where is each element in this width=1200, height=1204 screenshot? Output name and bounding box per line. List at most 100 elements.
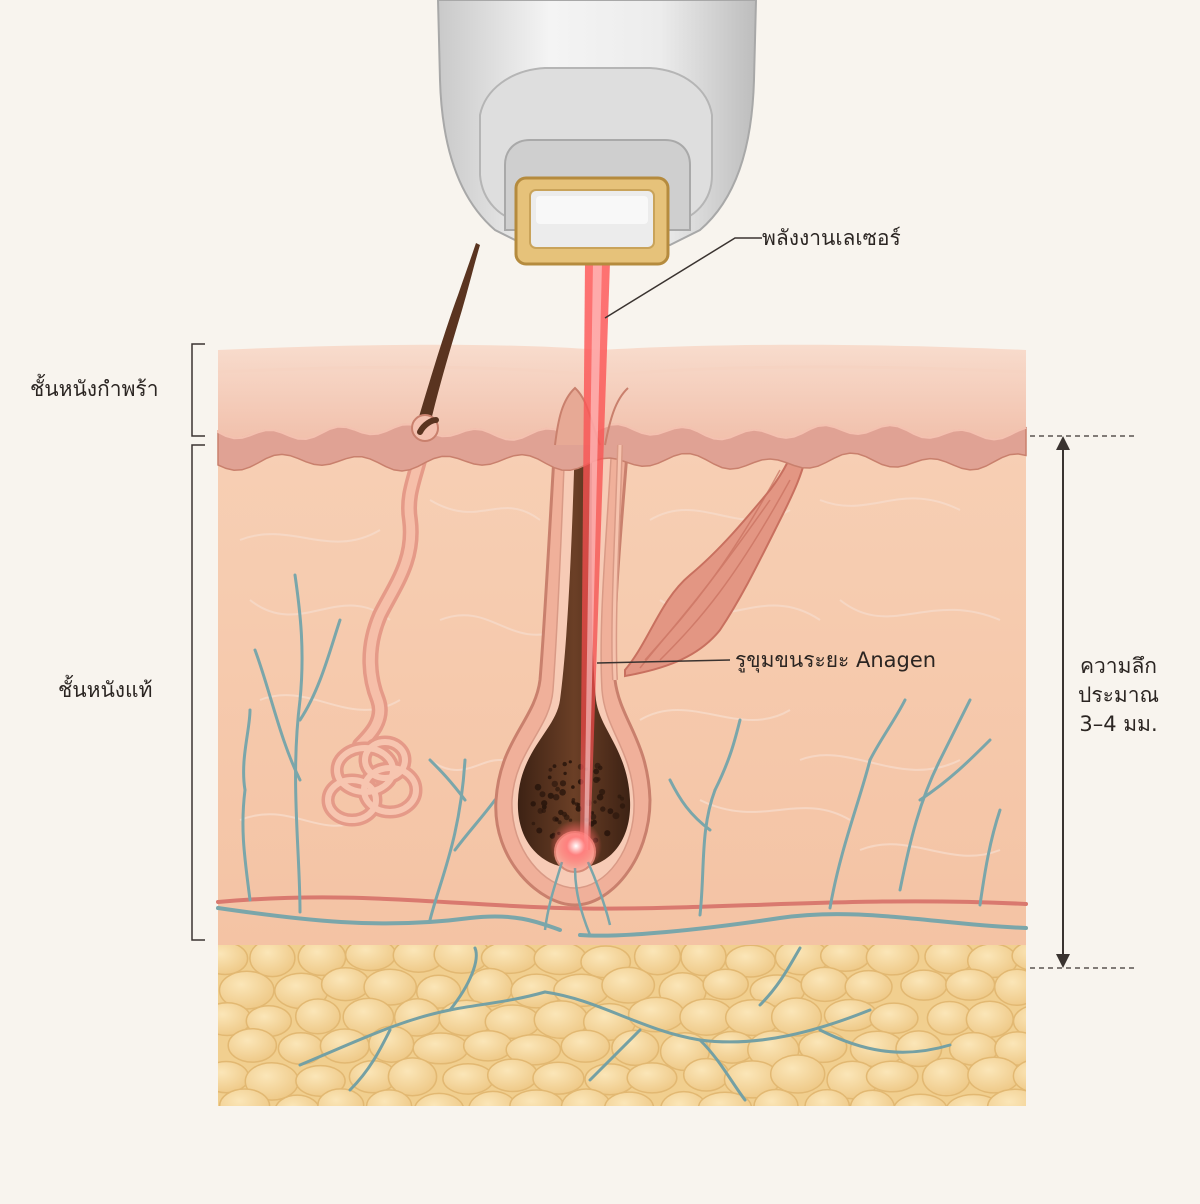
fat-cell [415, 974, 462, 1009]
melanin-granule [620, 796, 625, 801]
fat-cell [626, 1062, 678, 1094]
anagen-hair-follicle [494, 438, 652, 936]
fat-cell [769, 1054, 826, 1094]
label-anagen-follicle: รูขุมขนระยะ Anagen [735, 648, 937, 672]
melanin-granule [552, 764, 557, 768]
fat-cell [627, 996, 685, 1033]
melanin-granule [568, 760, 572, 764]
fat-cell [967, 1056, 1021, 1094]
melanin-granule [562, 761, 567, 767]
fat-cell [560, 1029, 611, 1063]
fat-cell [724, 944, 776, 978]
melanin-granule [563, 814, 570, 821]
fat-cells [218, 942, 1093, 1125]
melanin-granule [559, 789, 566, 796]
fat-cell [601, 966, 656, 1004]
melanin-granule [571, 801, 576, 805]
melanin-granule [536, 827, 543, 834]
fat-cell [865, 942, 920, 976]
fat-cell [945, 968, 996, 1001]
fat-cell [844, 969, 893, 1004]
melanin-granule [553, 794, 560, 801]
melanin-granule [539, 791, 546, 798]
melanin-granule [557, 820, 562, 825]
melanin-granule [593, 768, 600, 775]
fat-cell [770, 997, 823, 1037]
fat-cell [365, 1089, 413, 1106]
fat-cell [900, 969, 948, 1001]
fat-cell [702, 968, 749, 1001]
label-epidermis: ชั้นหนังกำพร้า [30, 377, 159, 401]
fat-cell [509, 1089, 565, 1106]
fat-cell [611, 1029, 660, 1067]
melanin-granule [541, 800, 548, 807]
fat-cell [442, 1062, 495, 1095]
fat-vessels [298, 946, 952, 1102]
melanin-granule [551, 780, 558, 788]
fat-cell [249, 942, 296, 978]
melanin-granule [604, 830, 611, 837]
melanin-granule [590, 813, 597, 820]
label-dermis: ชั้นหนังแท้ [58, 678, 153, 702]
label-depth-line3: 3–4 มม. [1079, 712, 1158, 736]
melanin-granule [534, 783, 542, 791]
emerging-hair [411, 243, 480, 442]
fat-cell [1011, 942, 1026, 971]
fat-cell [994, 1031, 1026, 1066]
melanin-granule [547, 775, 552, 780]
label-laser-energy: พลังงานเลเซอร์ [762, 226, 901, 250]
follicle-leader-line [596, 659, 731, 664]
fat-cell [986, 1088, 1026, 1106]
melanin-granule [619, 803, 626, 809]
laser-leader-line [604, 237, 762, 319]
label-depth-line1: ความลึก [1079, 654, 1158, 678]
fat-cell [604, 1091, 655, 1106]
melanin-granule [571, 798, 576, 802]
laser-beam [550, 262, 610, 872]
melanin-granule [599, 788, 606, 796]
fat-cell [468, 1090, 518, 1106]
fat-cell [946, 1093, 1002, 1106]
fat-cell [320, 967, 371, 1002]
melanin-granule [596, 793, 604, 801]
melanin-granule [597, 765, 603, 771]
label-depth: ความลึก ประมาณ 3–4 มม. [1078, 652, 1159, 739]
layer-brackets [191, 343, 205, 941]
fat-cell [218, 1060, 250, 1094]
dermis-bracket [191, 444, 205, 941]
melanin-granule [600, 806, 606, 812]
melanin-granule [547, 792, 554, 799]
fat-cell [317, 1088, 365, 1106]
fat-cell [819, 942, 871, 972]
fat-cell [682, 1057, 730, 1092]
dermis-vessels [216, 573, 1028, 938]
fat-cell [893, 1093, 947, 1106]
fat-cell [804, 1088, 851, 1106]
fat-cell [926, 1000, 973, 1036]
fat-cell [660, 1090, 708, 1106]
fat-cell [1044, 1089, 1093, 1125]
fat-cell [218, 942, 249, 976]
melanin-granule [559, 780, 567, 787]
hair-shaft [517, 440, 631, 868]
melanin-granule [548, 767, 553, 772]
melanin-granule [593, 800, 597, 804]
melanin-granule [571, 785, 575, 789]
fat-cell [1041, 971, 1089, 1008]
sweat-gland [321, 424, 433, 827]
fat-cell [294, 998, 341, 1035]
laser-handpiece-icon [436, 0, 758, 266]
fat-cell [1043, 1033, 1093, 1067]
melanin-granule [552, 816, 558, 822]
fat-cell [532, 1061, 585, 1095]
fat-cell [993, 968, 1026, 1007]
fat-cell [295, 1064, 346, 1097]
arrow-down-icon [1056, 954, 1070, 968]
melanin-granule [541, 804, 547, 810]
melanin-granule [612, 812, 620, 820]
melanin-granule [563, 771, 567, 776]
fat-cell [462, 1029, 514, 1062]
melanin-granule [593, 776, 600, 784]
